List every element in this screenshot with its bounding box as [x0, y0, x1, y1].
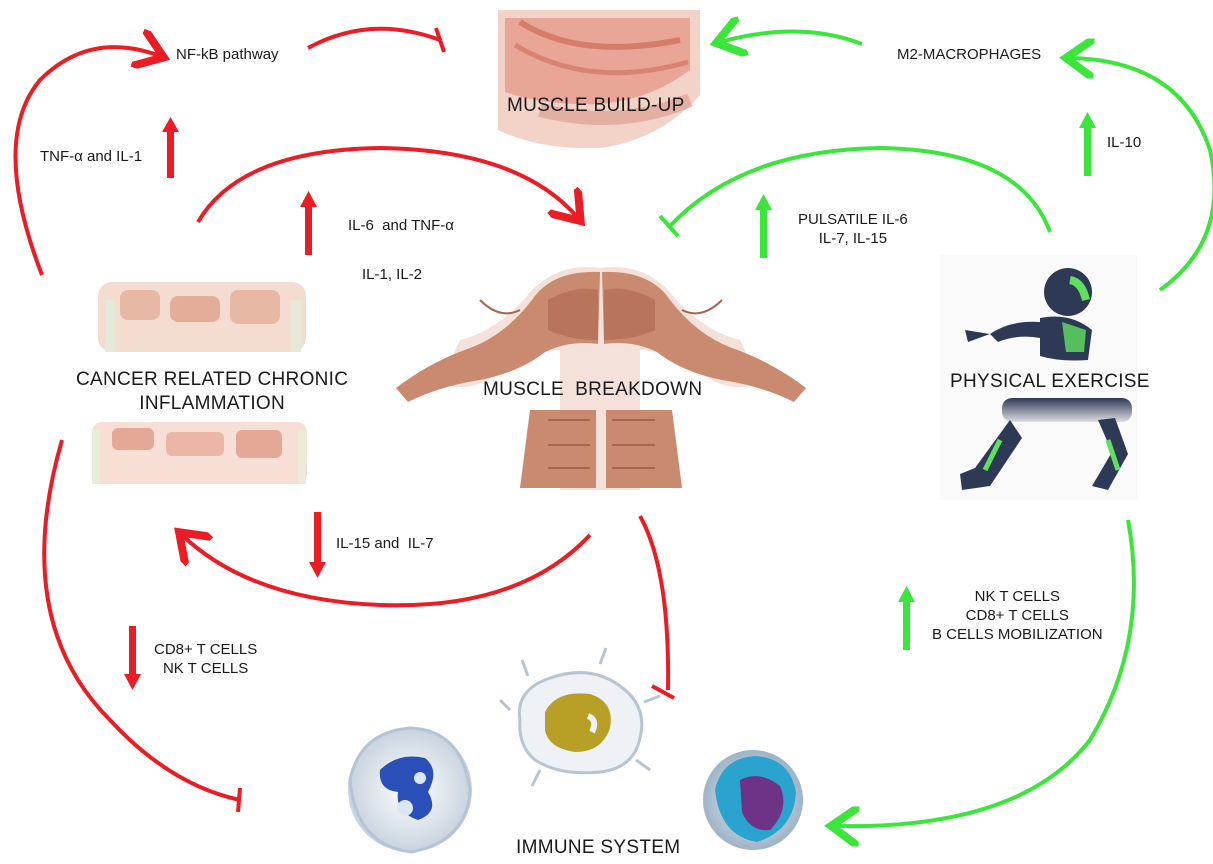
up-arrow-il6: [300, 191, 317, 255]
muscle-breakdown-label: MUSCLE BREAKDOWN: [483, 378, 702, 402]
up-arrow-nk-cells: [898, 586, 915, 650]
immune-system-label: IMMUNE SYSTEM: [516, 836, 680, 860]
down-arrow-cd8: [124, 626, 141, 690]
il6-tnf-label: IL-6 and TNF-α: [348, 217, 454, 236]
inhibit-nfkb-to-build-up: [308, 28, 444, 52]
il15-il7-label: IL-15 and IL-7: [336, 535, 434, 554]
physical-exercise-label: PHYSICAL EXERCISE: [950, 370, 1150, 394]
arrow-exercise-to-immune: [835, 520, 1134, 826]
pulsatile-label: PULSATILE IL-6 IL-7, IL-15: [798, 211, 908, 249]
inhibit-breakdown-to-immune: [640, 516, 674, 698]
muscle-build-up-label: MUSCLE BUILD-UP: [507, 94, 685, 118]
cancer-inflammation-label: CANCER RELATED CHRONIC INFLAMMATION: [76, 368, 348, 416]
up-arrow-pulsatile: [755, 194, 772, 258]
arrow-exercise-to-m2: [1070, 58, 1213, 290]
inhibit-inflammation-to-immune: [44, 440, 240, 812]
arrow-inflammation-to-breakdown: [198, 148, 578, 222]
nk-cd8-b-cells-label: NK T CELLS CD8+ T CELLS B CELLS MOBILIZA…: [932, 588, 1103, 644]
nfkb-label: NF-kB pathway: [176, 46, 279, 65]
m2-macrophages-label: M2-MACROPHAGES: [897, 46, 1041, 65]
il10-label: IL-10: [1107, 134, 1141, 153]
arrow-m2-to-build-up: [720, 31, 862, 44]
tnf-il1-label: TNF-α and IL-1: [40, 148, 142, 167]
il1-il2-label: IL-1, IL-2: [362, 266, 422, 285]
up-arrow-tnf: [162, 117, 179, 178]
up-arrow-il10: [1079, 112, 1096, 176]
cd8-nk-label: CD8+ T CELLS NK T CELLS: [154, 641, 257, 679]
down-arrow-il15: [309, 512, 326, 578]
